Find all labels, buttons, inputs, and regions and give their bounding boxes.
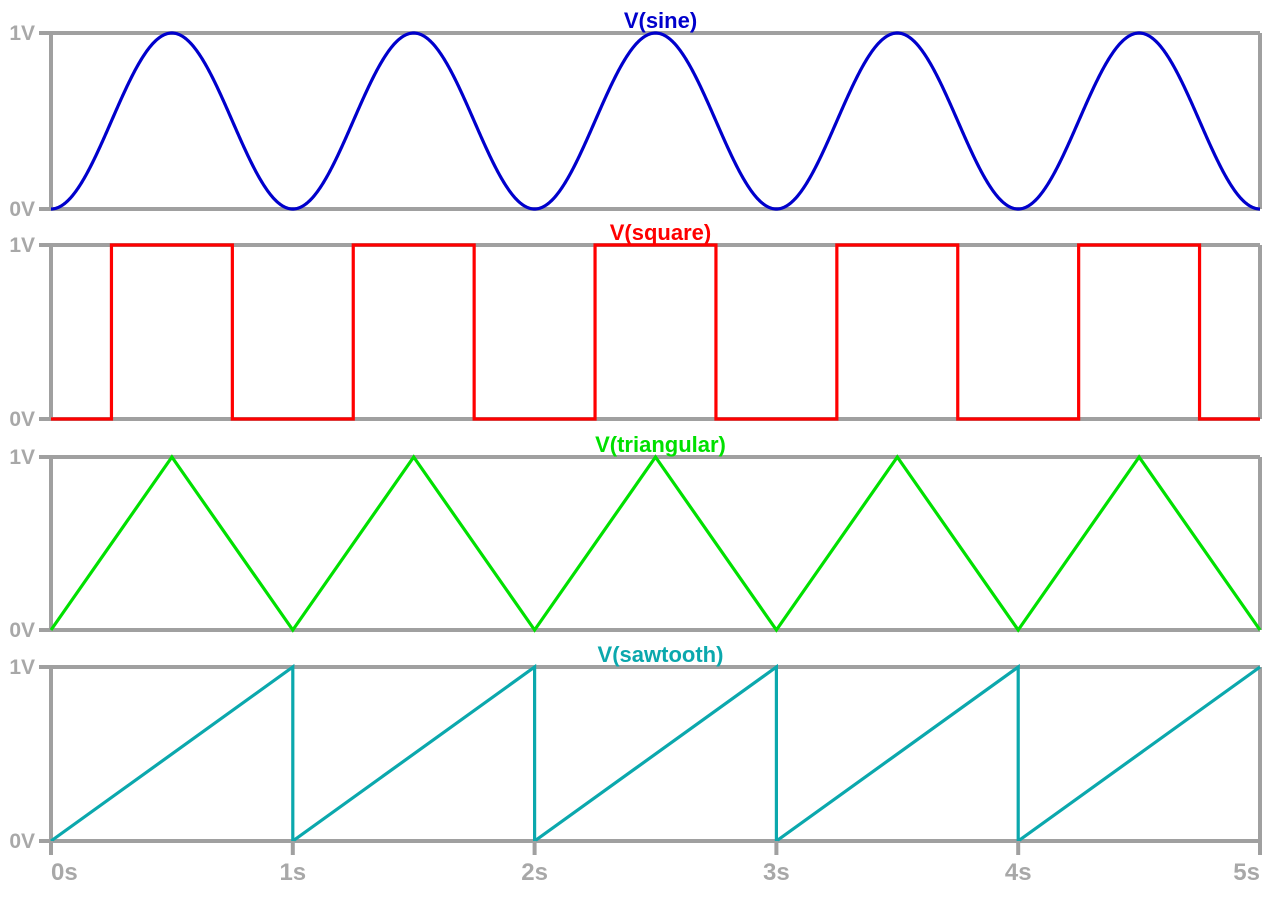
waveform-square bbox=[51, 243, 1260, 421]
panel-sine: 1V 0V V(sine) bbox=[9, 8, 1262, 221]
panel-title-sine: V(sine) bbox=[624, 8, 697, 33]
y-tick-label-1v-triangular: 1V bbox=[9, 446, 35, 469]
panel-title-triangular: V(triangular) bbox=[595, 432, 726, 457]
y-tick-label-1v-square: 1V bbox=[9, 234, 35, 257]
panel-title-square: V(square) bbox=[610, 220, 711, 245]
y-tick-label-0v-triangular: 0V bbox=[9, 619, 35, 642]
x-tick-label-2s: 2s bbox=[521, 859, 548, 886]
x-tick-label-0s: 0s bbox=[51, 859, 78, 886]
panel-triangular: 1V 0V V(triangular) bbox=[9, 432, 1262, 642]
y-tick-label-0v-square: 0V bbox=[9, 408, 35, 431]
x-tick-label-1s: 1s bbox=[279, 859, 306, 886]
x-tick-label-4s: 4s bbox=[1005, 859, 1032, 886]
x-tick-label-5s: 5s bbox=[1233, 859, 1260, 886]
y-tick-label-1v-sine: 1V bbox=[9, 22, 35, 45]
y-tick-label-0v-sine: 0V bbox=[9, 198, 35, 221]
waveform-sawtooth bbox=[50, 663, 1261, 845]
x-axis-group: 0s 1s 2s 3s 4s 5s bbox=[49, 841, 1262, 886]
x-tick-label-3s: 3s bbox=[763, 859, 790, 886]
panels-group: 1V 0V V(sine) 1V 0V V(square) 1V 0V V(triangular… bbox=[9, 8, 1262, 853]
panel-square: 1V 0V V(square) bbox=[9, 220, 1262, 431]
y-tick-label-0v-sawtooth: 0V bbox=[9, 830, 35, 853]
y-tick-label-1v-sawtooth: 1V bbox=[9, 656, 35, 679]
panel-title-sawtooth: V(sawtooth) bbox=[598, 642, 724, 667]
waveform-sine bbox=[50, 31, 1261, 211]
waveform-triangular bbox=[49, 454, 1262, 633]
panel-sawtooth: 1V 0V V(sawtooth) bbox=[9, 642, 1262, 853]
